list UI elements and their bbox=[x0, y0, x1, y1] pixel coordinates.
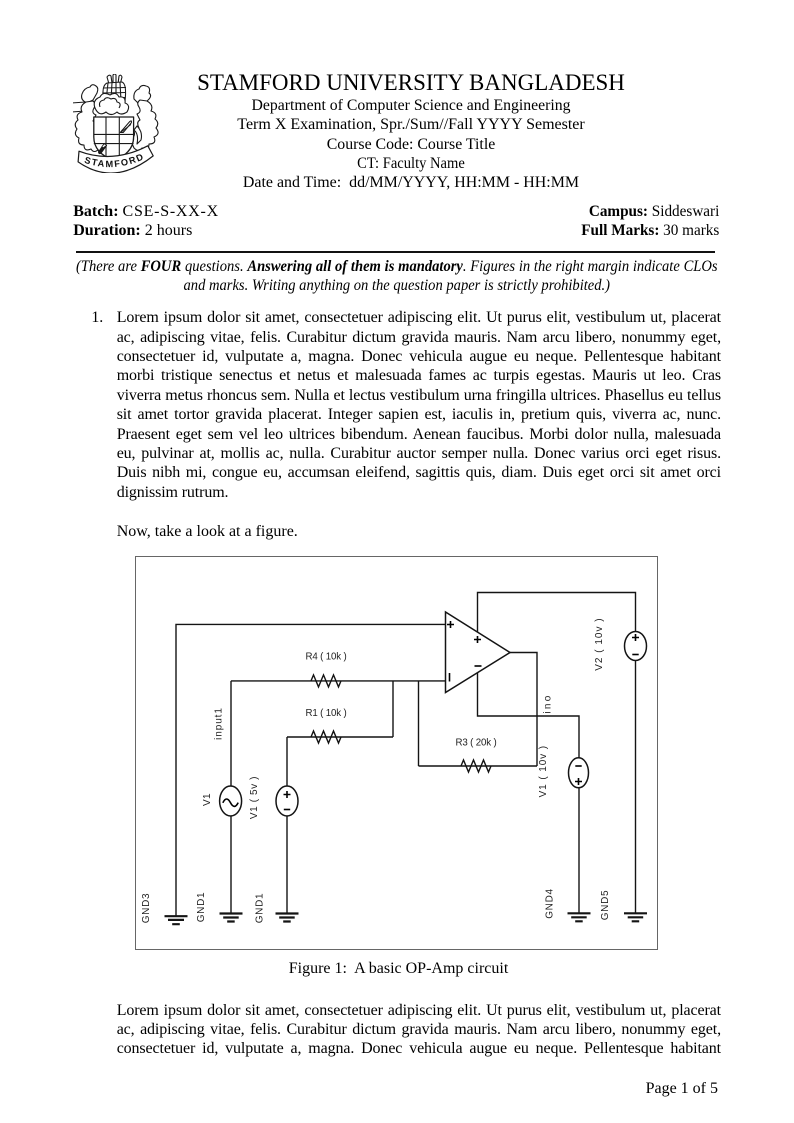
svg-text:V1 ( 5v ): V1 ( 5v ) bbox=[249, 776, 260, 819]
svg-text:R4 ( 10k ): R4 ( 10k ) bbox=[305, 652, 346, 663]
svg-text:GND3: GND3 bbox=[141, 893, 152, 924]
svg-text:ino: ino bbox=[543, 693, 554, 713]
svg-text:GND4: GND4 bbox=[545, 888, 556, 919]
svg-text:GND1: GND1 bbox=[255, 893, 266, 924]
svg-text:input1: input1 bbox=[214, 707, 225, 740]
svg-text:V1 ( 10v ): V1 ( 10v ) bbox=[538, 745, 549, 797]
svg-text:R3 ( 20k ): R3 ( 20k ) bbox=[455, 738, 496, 749]
svg-text:GND1: GND1 bbox=[196, 892, 207, 923]
svg-text:GND5: GND5 bbox=[600, 890, 611, 921]
svg-text:R1 ( 10k ): R1 ( 10k ) bbox=[305, 708, 346, 719]
svg-text:V2 ( 10v ): V2 ( 10v ) bbox=[594, 617, 605, 670]
svg-text:V1: V1 bbox=[202, 793, 213, 806]
